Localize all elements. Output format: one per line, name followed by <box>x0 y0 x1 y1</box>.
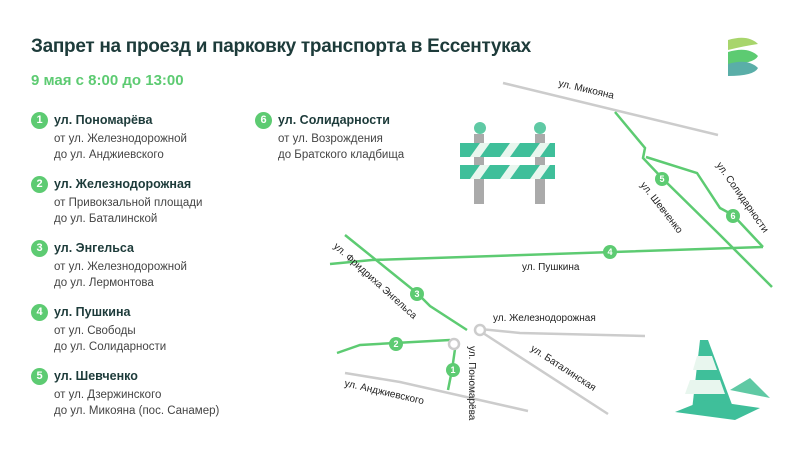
svg-text:4: 4 <box>607 247 612 257</box>
street-name: ул. Пушкина <box>54 305 131 319</box>
svg-text:ул. Железнодорожная: ул. Железнодорожная <box>493 313 596 324</box>
logo-icon <box>728 37 758 76</box>
traffic-cone-icon <box>675 340 770 420</box>
number-badge: 5 <box>31 368 48 385</box>
street-from: от ул. Возрождения <box>278 133 383 145</box>
number-badge: 3 <box>31 240 48 257</box>
street-name: ул. Шевченко <box>54 369 138 383</box>
street-name: ул. Энгельса <box>54 241 134 255</box>
svg-text:3: 3 <box>414 289 419 299</box>
street-name: ул. Солидарности <box>278 113 390 127</box>
svg-text:6: 6 <box>730 211 735 221</box>
svg-text:1: 1 <box>450 365 455 375</box>
number-badge: 2 <box>31 176 48 193</box>
street-to: до ул. Солидарности <box>54 341 167 353</box>
street-to: до ул. Лермонтова <box>54 277 154 289</box>
street-to: до ул. Баталинской <box>54 213 158 225</box>
street-from: от ул. Железнодорожной <box>54 133 187 145</box>
date-time: 9 мая с 8:00 до 13:00 <box>31 72 184 89</box>
street-from: от ул. Свободы <box>54 325 136 337</box>
road-pushkina <box>329 245 764 266</box>
road-zhd-grey <box>479 327 646 338</box>
road-zhd <box>336 338 451 355</box>
road-batalinskaya <box>482 331 609 416</box>
svg-text:5: 5 <box>659 174 664 184</box>
svg-text:2: 2 <box>393 339 398 349</box>
street-to: до ул. Анджиевского <box>54 149 164 161</box>
number-badge: 1 <box>31 112 48 129</box>
road-shevchenko <box>614 111 773 288</box>
barrier-icon <box>460 122 555 204</box>
roundabout <box>447 337 461 351</box>
map-markers: 1 2 3 4 5 6 <box>389 172 740 377</box>
road-engelsa <box>344 234 468 332</box>
street-name: ул. Пономарёва <box>54 113 153 127</box>
street-from: от ул. Железнодорожной <box>54 261 187 273</box>
svg-text:ул. Шевченко: ул. Шевченко <box>638 180 685 236</box>
page-title: Запрет на проезд и парковку транспорта в… <box>31 36 531 57</box>
svg-text:ул. Фридриха Энгельса: ул. Фридриха Энгельса <box>331 241 419 322</box>
street-to: до Братского кладбища <box>278 149 405 161</box>
svg-text:ул. Пушкина: ул. Пушкина <box>522 262 580 273</box>
svg-text:ул. Анджиевского: ул. Анджиевского <box>343 378 425 407</box>
road-mikoyana <box>502 81 719 137</box>
roundabout <box>473 323 487 337</box>
number-badge: 4 <box>31 304 48 321</box>
road-andzhievskogo <box>344 371 529 413</box>
number-badge: 6 <box>255 112 272 129</box>
svg-text:ул. Пономарёва: ул. Пономарёва <box>466 346 477 421</box>
street-name: ул. Железнодорожная <box>54 177 192 191</box>
street-from: от Привокзальной площади <box>54 197 203 209</box>
street-to: до ул. Микояна (пос. Санамер) <box>54 405 220 417</box>
street-from: от ул. Дзержинского <box>54 389 162 401</box>
road-solidarnosti <box>645 155 764 248</box>
